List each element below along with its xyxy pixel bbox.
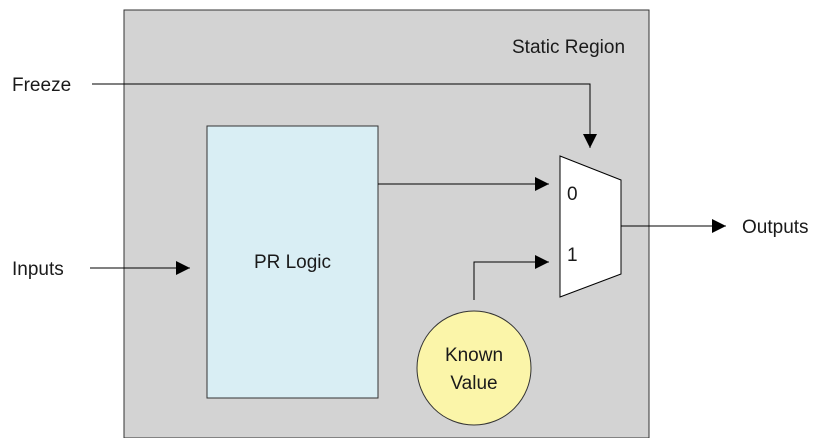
known-value-to-mux-arrow <box>473 255 549 300</box>
pr-logic-label: PR Logic <box>254 252 331 273</box>
freeze-arrow <box>92 83 597 148</box>
mux-input-1-label: 1 <box>567 245 578 266</box>
pr-logic-block <box>206 125 379 399</box>
known-value-line1: Known <box>445 345 503 366</box>
static-region-label: Static Region <box>512 37 625 58</box>
mux-input-0-label: 0 <box>567 184 578 205</box>
multiplexer <box>559 155 622 298</box>
outputs-label: Outputs <box>742 217 809 238</box>
inputs-label: Inputs <box>12 259 64 280</box>
known-value-circle <box>416 310 532 426</box>
known-value-line2: Value <box>450 373 497 394</box>
freeze-label: Freeze <box>12 75 71 96</box>
